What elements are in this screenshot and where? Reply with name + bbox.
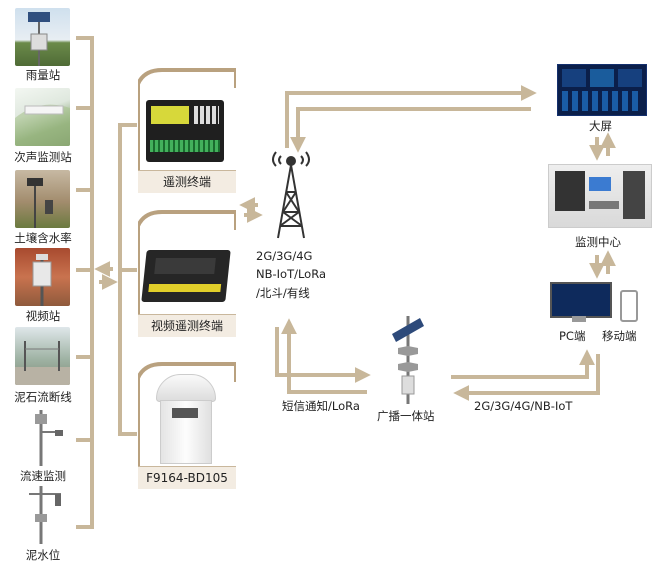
card-frame bbox=[138, 68, 236, 192]
station-label: 视频站 bbox=[25, 309, 61, 323]
rain-gauge-station-photo bbox=[15, 8, 70, 66]
station-label: 流速监测 bbox=[20, 469, 66, 483]
comm-line: NB-IoT/LoRa bbox=[256, 267, 326, 281]
pc-label: PC端 bbox=[559, 329, 586, 343]
big-screen-label: 大屏 bbox=[589, 119, 612, 133]
comm-line: /北斗/有线 bbox=[256, 286, 310, 300]
left-link-label: 短信通知/LoRa bbox=[282, 399, 360, 413]
station-label: 次声监测站 bbox=[14, 150, 72, 164]
right-link-label: 2G/3G/4G/NB-IoT bbox=[474, 399, 573, 413]
telemetry-terminal-card: 遥测终端 bbox=[138, 66, 236, 193]
debris-flow-wire-station-photo bbox=[15, 327, 70, 385]
station-label: 泥石流断线 bbox=[14, 390, 72, 404]
mobile-image bbox=[620, 290, 638, 322]
broadcast-label: 广播一体站 bbox=[377, 409, 435, 423]
big-screen-image bbox=[557, 64, 647, 116]
mobile-label: 移动端 bbox=[602, 329, 637, 343]
card-frame bbox=[138, 362, 236, 488]
beidou-terminal-device bbox=[156, 374, 216, 464]
card-title: 视频遥测终端 bbox=[138, 314, 236, 337]
card-title: F9164-BD105 bbox=[138, 466, 236, 489]
telemetry-terminal-device bbox=[146, 100, 224, 162]
station-label: 雨量站 bbox=[25, 68, 61, 82]
video-station-photo bbox=[15, 248, 70, 306]
monitor-center-image bbox=[548, 164, 652, 228]
station-label: 土壤含水率 bbox=[14, 231, 72, 245]
station-label: 泥水位 bbox=[25, 548, 61, 562]
card-frame bbox=[138, 210, 236, 336]
broadcast-station-icon bbox=[392, 316, 424, 404]
monitor-center-label: 监测中心 bbox=[575, 235, 621, 249]
beidou-terminal-card: F9164-BD105 bbox=[138, 360, 236, 489]
card-title: 遥测终端 bbox=[138, 170, 236, 193]
video-telemetry-terminal-device bbox=[141, 250, 231, 302]
soil-moisture-station-photo bbox=[15, 170, 70, 228]
pc-image bbox=[550, 282, 612, 322]
flow-velocity-station-photo bbox=[15, 408, 70, 466]
radio-tower-icon bbox=[272, 151, 310, 239]
video-telemetry-terminal-card: 视频遥测终端 bbox=[138, 208, 236, 337]
comm-line: 2G/3G/4G bbox=[256, 249, 313, 263]
infrasound-station-photo bbox=[15, 88, 70, 146]
mud-level-station-photo bbox=[15, 486, 70, 544]
